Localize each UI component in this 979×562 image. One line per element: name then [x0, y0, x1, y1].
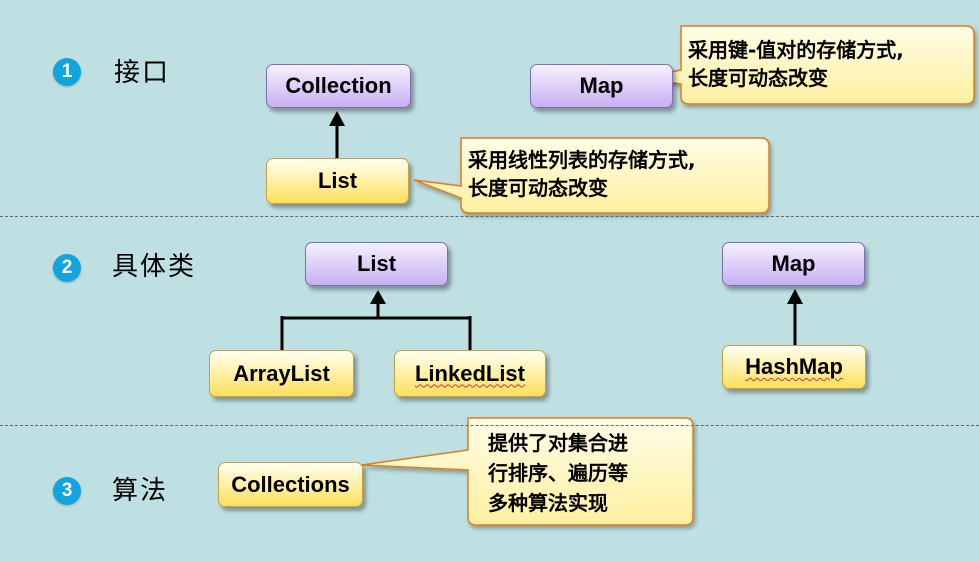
- algorithm-collections-box: Collections: [218, 462, 363, 507]
- callout-map-line1: 采用键-值对的存储方式,: [688, 38, 904, 62]
- inherit-arrow-head: [329, 111, 345, 126]
- callout-list-line1: 采用线性列表的存储方式,: [468, 148, 696, 172]
- section-title-interfaces: 接口: [114, 58, 171, 88]
- callout-map-text: 采用键-值对的存储方式, 长度可动态改变: [688, 36, 904, 92]
- callout-list-text: 采用线性列表的存储方式, 长度可动态改变: [468, 146, 696, 202]
- linkedlist-label: LinkedList: [414, 360, 525, 386]
- class-map-box: Map: [722, 242, 865, 286]
- callout-algo-line1: 提供了对集合进: [488, 431, 628, 455]
- hashmap-arrow-head: [787, 289, 803, 304]
- class-linkedlist-box: LinkedList: [394, 350, 546, 397]
- callout-algo-line3: 多种算法实现: [488, 491, 608, 515]
- section-number-badge: 3: [53, 477, 81, 505]
- class-hashmap-box: HashMap: [722, 345, 866, 389]
- callout-list-bubble: [413, 137, 770, 214]
- class-list-box: List: [305, 242, 448, 286]
- callout-map-line2: 长度可动态改变: [688, 66, 828, 90]
- interface-collection-box: Collection: [266, 64, 411, 108]
- callout-list-line2: 长度可动态改变: [468, 176, 608, 200]
- interface-list-box: List: [266, 158, 409, 204]
- section-number-badge: 1: [53, 58, 81, 86]
- hashmap-label: HashMap: [745, 354, 843, 379]
- callout-map-bubble: [642, 25, 975, 105]
- interface-map-box: Map: [530, 64, 673, 108]
- class-arraylist-box: ArrayList: [209, 350, 354, 397]
- callout-algo-text: 提供了对集合进 行排序、遍历等 多种算法实现: [488, 428, 628, 518]
- callout-algo-bubble: [361, 417, 694, 526]
- section-title-algorithms: 算法: [112, 476, 169, 506]
- section-title-concrete-classes: 具体类: [112, 252, 197, 282]
- section-number-badge: 2: [53, 254, 81, 282]
- section-divider-1: [0, 216, 979, 217]
- tree-arrow-head: [370, 290, 386, 304]
- section-divider-2: [0, 425, 979, 426]
- callout-algo-line2: 行排序、遍历等: [488, 461, 628, 485]
